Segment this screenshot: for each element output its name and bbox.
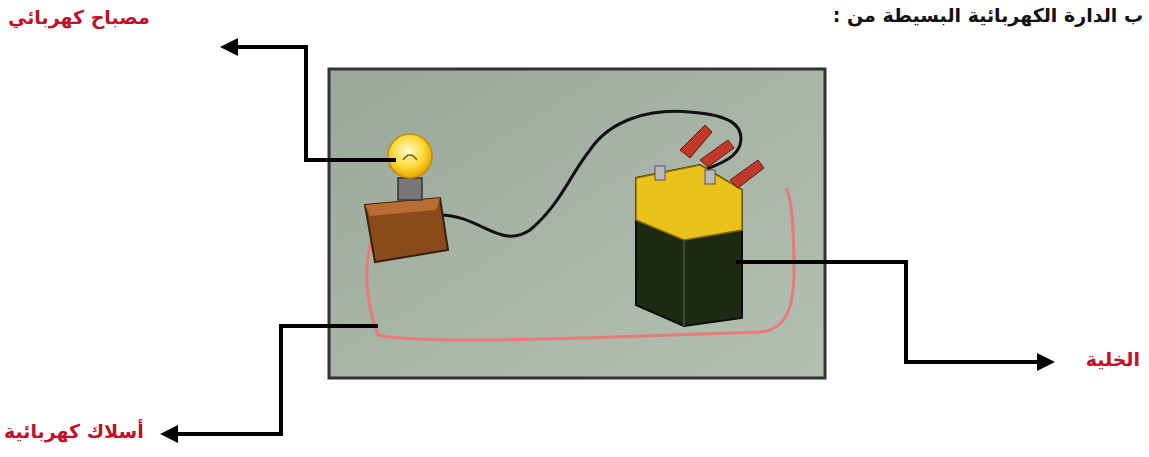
crocodile-clip: [700, 140, 734, 167]
crocodile-clip: [680, 125, 712, 158]
part-label: أسلاك كهربائية: [4, 420, 144, 442]
arrowhead: [220, 38, 238, 56]
battery-edge: [683, 240, 685, 326]
leader-line: [736, 262, 1040, 362]
part-label: الخلية: [1086, 348, 1140, 370]
part-label: مصباح كهربائي: [8, 6, 150, 28]
arrowhead: [160, 425, 178, 443]
battery-terminal: [655, 166, 665, 180]
bulb-globe: [388, 134, 432, 178]
heading: ب الدارة الكهربائية البسيطة من :: [833, 4, 1143, 26]
bulb-filament: [403, 155, 417, 160]
arrowhead: [1037, 353, 1055, 371]
circuit-board: [329, 69, 825, 378]
bulb-socket: [398, 178, 422, 200]
battery-body: [636, 165, 742, 326]
leader-line: [175, 326, 378, 434]
crocodile-clip: [730, 160, 764, 188]
battery-terminal: [705, 170, 715, 184]
bulb-holder: [365, 198, 448, 262]
battery-label: [636, 165, 742, 240]
leader-line: [235, 47, 396, 160]
